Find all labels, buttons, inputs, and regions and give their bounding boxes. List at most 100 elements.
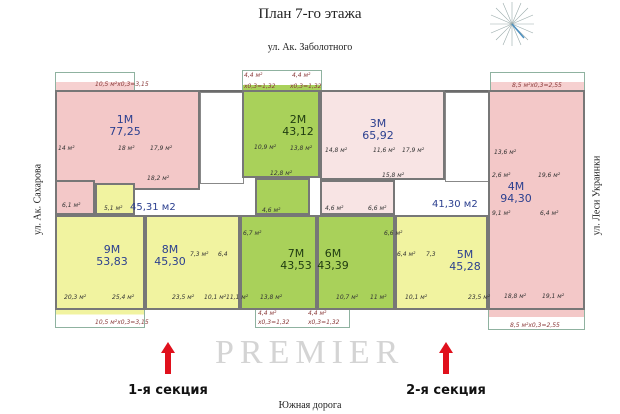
street-label-top: ул. Ак. Заболотного bbox=[267, 42, 353, 53]
balcony-area-label: 4,4 м² bbox=[258, 310, 277, 317]
apartment-6m[interactable] bbox=[317, 215, 395, 310]
apartment-number: 1М bbox=[116, 113, 134, 126]
apartment-number: 6М bbox=[324, 247, 342, 260]
apartment-area: 45,30 bbox=[154, 255, 186, 268]
apartment-1m[interactable] bbox=[55, 90, 200, 190]
room-area-label: 5,1 м² bbox=[104, 205, 123, 212]
room-area-label: 2,6 м² bbox=[492, 172, 511, 179]
room-area-label: 6,4 м² bbox=[540, 210, 559, 217]
section-1-label: 1-я секция bbox=[128, 383, 208, 398]
room-area-label: 11 м² bbox=[370, 294, 387, 301]
apartment-area: 65,92 bbox=[362, 129, 394, 142]
room-area-label: 6,1 м² bbox=[62, 202, 81, 209]
apartment-number: 8М bbox=[161, 243, 179, 256]
room-area-label: 18 м² bbox=[118, 145, 135, 152]
room-area-label: 15,8 м² bbox=[382, 172, 405, 179]
room-area-label: 23,5 м² bbox=[468, 294, 491, 301]
apartment-2m[interactable] bbox=[242, 90, 320, 178]
balcony-area-label: 10,5 м²х0,3=3,15 bbox=[95, 319, 149, 326]
apartment-number: 7М bbox=[287, 247, 305, 260]
balcony-area-label: х0,3=1,32 bbox=[290, 83, 322, 90]
room-area-label: 7,3 м² bbox=[190, 251, 209, 258]
room-area-label: 4,6 м² bbox=[262, 207, 281, 214]
street-label-right: ул. Леси Украинки bbox=[591, 155, 603, 236]
apartment-1m-hall[interactable] bbox=[55, 180, 95, 215]
watermark-logo: PREMIER bbox=[215, 334, 405, 371]
room-area-label: 4,6 м² bbox=[325, 205, 344, 212]
apartment-area: 43,53 bbox=[280, 259, 312, 272]
staircase-2 bbox=[445, 92, 490, 182]
apartment-area: 77,25 bbox=[109, 125, 141, 138]
apartment-number: 2М bbox=[289, 113, 307, 126]
room-area-label: 25,4 м² bbox=[112, 294, 135, 301]
room-area-label: 12,8 м² bbox=[270, 170, 293, 177]
balcony-area-label: х0,3=1,32 bbox=[244, 83, 276, 90]
apartment-3m[interactable] bbox=[320, 90, 445, 180]
apartment-number: 3М bbox=[369, 117, 387, 130]
plan-title: План 7-го этажа bbox=[258, 6, 362, 22]
apartment-9m[interactable] bbox=[55, 215, 145, 310]
balcony-area-label: х0,3=1,32 bbox=[308, 319, 340, 326]
room-area-label: 6,4 м² bbox=[397, 251, 416, 258]
room-area-label: 11,1 м² bbox=[226, 294, 249, 301]
room-area-label: 6,4 bbox=[218, 251, 228, 258]
apartment-area: 45,28 bbox=[449, 260, 481, 273]
section-1-arrow-icon bbox=[161, 342, 175, 374]
room-area-label: 13,8 м² bbox=[290, 145, 313, 152]
apartment-number: 4М bbox=[507, 180, 525, 193]
room-area-label: 7,3 bbox=[426, 251, 436, 258]
room-area-label: 9,1 м² bbox=[492, 210, 511, 217]
staircase-1 bbox=[200, 92, 244, 184]
apartment-4m[interactable] bbox=[488, 90, 585, 310]
room-area-label: 6,6 м² bbox=[368, 205, 387, 212]
balcony-area-label: 4,4 м² bbox=[292, 72, 311, 79]
apartment-9m-bath[interactable] bbox=[95, 183, 135, 215]
room-area-label: 10,1 м² bbox=[204, 294, 227, 301]
room-area-label: 23,5 м² bbox=[172, 294, 195, 301]
apartment-7m[interactable] bbox=[240, 215, 317, 310]
apartment-area: 43,39 bbox=[317, 259, 349, 272]
room-area-label: 6,6 м² bbox=[384, 230, 403, 237]
room-area-label: 13,8 м² bbox=[260, 294, 283, 301]
compass-rose-icon bbox=[490, 2, 534, 46]
apartment-8m[interactable] bbox=[145, 215, 240, 310]
section-2-arrow-icon bbox=[439, 342, 453, 374]
room-area-label: 18,8 м² bbox=[504, 293, 527, 300]
street-label-left: ул. Ак. Сахарова bbox=[32, 163, 44, 236]
apartment-2m-bath[interactable] bbox=[255, 178, 310, 215]
room-area-label: 17,9 м² bbox=[150, 145, 173, 152]
room-area-label: 20,3 м² bbox=[64, 294, 87, 301]
room-area-label: 10,7 м² bbox=[336, 294, 359, 301]
room-area-label: 10,1 м² bbox=[405, 294, 428, 301]
room-area-label: 17,9 м² bbox=[402, 147, 425, 154]
apartment-area: 53,83 bbox=[96, 255, 128, 268]
apartment-area: 94,30 bbox=[500, 192, 532, 205]
balcony-area-label: 4,4 м² bbox=[244, 72, 263, 79]
apartment-number: 9М bbox=[103, 243, 121, 256]
balcony-area-label: х0,3=1,32 bbox=[258, 319, 290, 326]
apartment-area: 43,12 bbox=[282, 125, 314, 138]
room-area-label: 10,9 м² bbox=[254, 144, 277, 151]
section-2-label: 2-я секция bbox=[406, 383, 486, 398]
room-area-label: 18,2 м² bbox=[147, 175, 170, 182]
room-area-label: 14 м² bbox=[58, 145, 75, 152]
apartment-3m-bath[interactable] bbox=[320, 180, 395, 215]
room-area-label: 6,7 м² bbox=[243, 230, 262, 237]
balcony-area-label: 10,5 м²х0,3=3,15 bbox=[95, 81, 149, 88]
room-area-label: 14,8 м² bbox=[325, 147, 348, 154]
balcony-area-label: 4,4 м² bbox=[308, 310, 327, 317]
apartment-5m[interactable] bbox=[395, 215, 488, 310]
room-area-label: 19,6 м² bbox=[538, 172, 561, 179]
balcony-area-label: 8,5 м²х0,3=2,55 bbox=[512, 82, 562, 89]
street-label-bottom: Южная дорога bbox=[278, 400, 342, 411]
apartment-number: 5М bbox=[456, 248, 474, 261]
balcony-area-label: 8,5 м²х0,3=2,55 bbox=[510, 322, 560, 329]
